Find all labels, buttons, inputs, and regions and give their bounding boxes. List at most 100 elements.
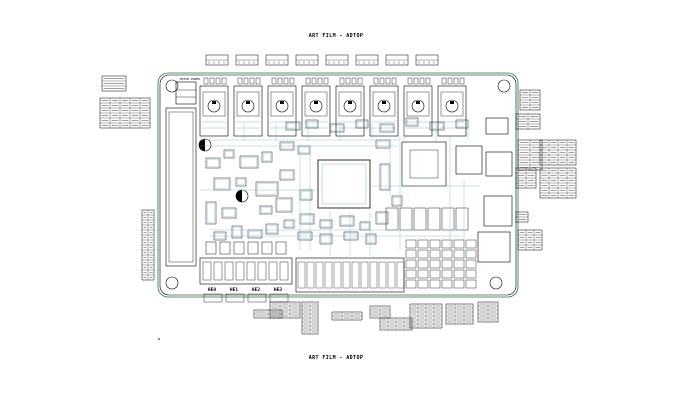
endstop-pin [378, 261, 387, 289]
motor-pin [447, 77, 453, 85]
component-12 [221, 207, 237, 219]
mosfet [233, 241, 245, 255]
driver-socket [369, 85, 399, 137]
endstop-pin [369, 261, 378, 289]
right-connectors [401, 117, 513, 263]
legend-bottom-7 [409, 303, 443, 329]
motor-pin [283, 77, 289, 85]
io-terminal-cell [429, 269, 441, 279]
io-terminal-cell [453, 259, 465, 269]
io-connector [427, 207, 441, 231]
io-connector [399, 207, 413, 231]
motor-pin [203, 77, 209, 85]
legend-exp2-table [539, 167, 577, 199]
endstop-pin [396, 261, 405, 289]
motor-pin [357, 77, 363, 85]
heater-label-2: HE2 [252, 287, 260, 293]
endstop-pin [342, 261, 351, 289]
component-25 [375, 211, 389, 225]
motor-pin [419, 77, 425, 85]
component-19 [265, 223, 279, 235]
io-terminal-cell [465, 239, 477, 249]
driver-heatsink [275, 99, 289, 113]
io-terminal-cell [465, 269, 477, 279]
heater-label-box [225, 293, 245, 303]
driver-heatsink [343, 99, 357, 113]
io-terminal-cell [453, 249, 465, 259]
usb-connector [455, 145, 483, 175]
legend-bottom-6 [379, 317, 413, 331]
io-terminal-cell [453, 269, 465, 279]
endstop-pin [333, 261, 342, 289]
mounting-hole-bottom-right [489, 276, 503, 290]
stepper-driver-1 [199, 77, 229, 137]
motor-pin [305, 77, 311, 85]
driver-module [304, 91, 328, 117]
motor-pin [453, 77, 459, 85]
component-32 [365, 233, 377, 245]
mosfet [205, 241, 217, 255]
io-terminal-cell [429, 259, 441, 269]
board-edge [157, 72, 519, 298]
component-14 [275, 197, 293, 213]
heater-terminal-pin [268, 261, 278, 281]
component-7 [235, 177, 247, 187]
motor-power-label: MOTOR POWER [180, 77, 200, 81]
component-20 [283, 219, 295, 229]
motor-pin [391, 77, 397, 85]
component-1 [205, 157, 221, 169]
component-35 [329, 123, 345, 133]
stepper-driver-4 [301, 77, 331, 137]
heater-label-box [203, 293, 223, 303]
endstop-pin [315, 261, 324, 289]
io-terminal-cell [465, 279, 477, 289]
driver-heatsink [411, 99, 425, 113]
driver-socket [335, 85, 365, 137]
heater-terminal-pin [213, 261, 223, 281]
io-terminal-cell [405, 239, 417, 249]
motor-pin [249, 77, 255, 85]
driver-module [202, 91, 226, 117]
heater-label-3: HE3 [274, 287, 282, 293]
io-terminal-cell [429, 249, 441, 259]
component-39 [429, 121, 445, 131]
motor-pin [271, 77, 277, 85]
legend-spi-table [517, 229, 543, 251]
heater-terminal-pin [202, 261, 212, 281]
top-label-strip-4 [295, 54, 319, 66]
stepper-driver-8 [437, 77, 467, 137]
driver-pot [314, 101, 318, 104]
stepper-driver-5 [335, 77, 365, 137]
component-27 [375, 139, 391, 149]
power-terminal-block [165, 107, 197, 267]
top-label-strip-7 [385, 54, 409, 66]
io-terminal-cell [417, 249, 429, 259]
driver-pot [348, 101, 352, 104]
legend-endstop-table [141, 209, 155, 281]
motor-pin [323, 77, 329, 85]
heater-terminal-pin [246, 261, 256, 281]
driver-heatsink [241, 99, 255, 113]
component-38 [405, 117, 419, 127]
component-8 [255, 181, 279, 197]
io-terminal-cell [417, 279, 429, 289]
io-terminal-cell [453, 279, 465, 289]
io-terminal-cell [441, 239, 453, 249]
motor-pin [413, 77, 419, 85]
driver-heatsink [309, 99, 323, 113]
legend-power-table [101, 75, 127, 92]
component-30 [319, 233, 333, 245]
motor-pin [339, 77, 345, 85]
fan-connector [485, 117, 509, 135]
driver-pot [280, 101, 284, 104]
top-label-strip-2 [235, 54, 259, 66]
relay-block [401, 141, 447, 187]
io-connector [413, 207, 427, 231]
motor-pin [243, 77, 249, 85]
legend-fan-table [515, 113, 541, 130]
top-label-strip-5 [325, 54, 349, 66]
mcu-body [317, 159, 371, 209]
heater-terminal-pin [235, 261, 245, 281]
